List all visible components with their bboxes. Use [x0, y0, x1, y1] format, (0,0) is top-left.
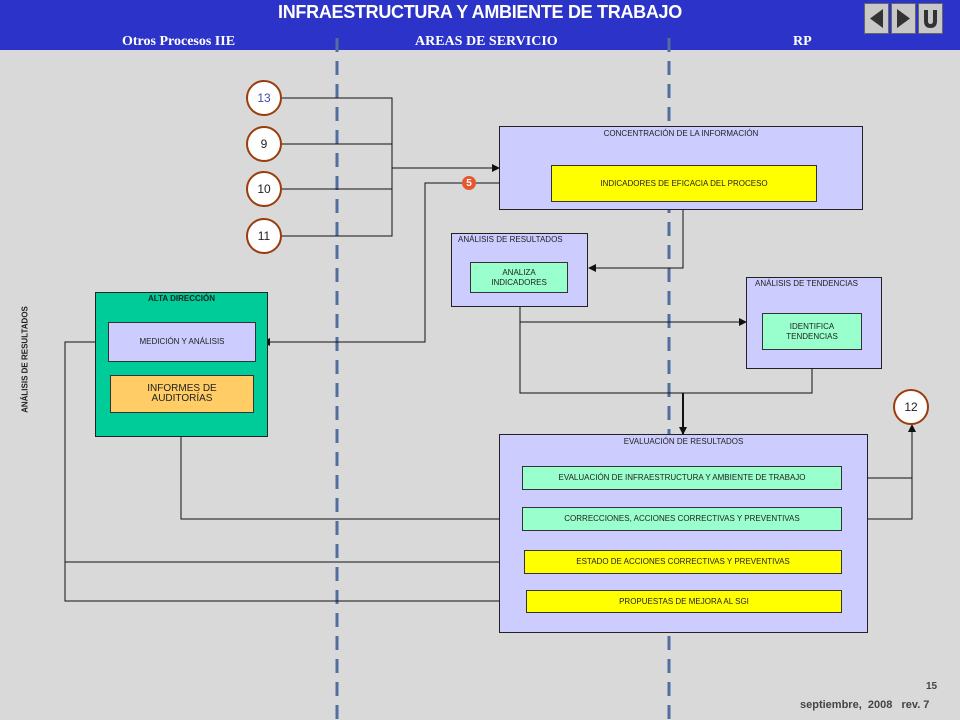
connector-marker-5[interactable]: 5 — [462, 176, 476, 190]
evaluacion-infraestructura-item[interactable]: EVALUACIÓN DE INFRAESTRUCTURA Y AMBIENTE… — [522, 466, 842, 490]
column-label-rp: RP — [793, 34, 812, 49]
connector-13[interactable]: 13 — [246, 80, 282, 116]
header-bar: INFRAESTRUCTURA Y AMBIENTE DE TRABAJO Ot… — [0, 0, 960, 50]
connector-9[interactable]: 9 — [246, 126, 282, 162]
back-icon — [870, 9, 883, 28]
connector-12[interactable]: 12 — [893, 389, 929, 425]
alta-direccion-title: ALTA DIRECCIÓN — [148, 294, 215, 303]
estado-acciones-item[interactable]: ESTADO DE ACCIONES CORRECTIVAS Y PREVENT… — [524, 550, 842, 574]
propuestas-mejora-item[interactable]: PROPUESTAS DE MEJORA AL SGI — [526, 590, 842, 613]
forward-icon — [897, 9, 910, 28]
revision-date: septiembre, 2008 rev. 7 — [800, 699, 930, 711]
page-number: 15 — [926, 681, 938, 692]
concentracion-title: CONCENTRACIÓN DE LA INFORMACIÓN — [603, 129, 759, 138]
analisis-tendencias-title: ANÁLISIS DE TENDENCIAS — [755, 279, 858, 288]
alta-direccion-box: ALTA DIRECCIÓN — [95, 292, 268, 437]
connector-10[interactable]: 10 — [246, 171, 282, 207]
back-button[interactable] — [864, 3, 889, 34]
home-icon — [924, 10, 937, 28]
forward-button[interactable] — [891, 3, 916, 34]
page-title: INFRAESTRUCTURA Y AMBIENTE DE TRABAJO — [278, 2, 682, 22]
evaluacion-resultados-title: EVALUACIÓN DE RESULTADOS — [623, 437, 744, 446]
indicadores-eficacia-box[interactable]: INDICADORES DE EFICACIA DEL PROCESO — [551, 165, 817, 202]
navigation-buttons — [864, 3, 946, 35]
home-button[interactable] — [918, 3, 943, 34]
informes-auditorias-box[interactable]: INFORMES DE AUDITORÍAS — [110, 375, 254, 413]
medicion-analisis-box[interactable]: MEDICIÓN Y ANÁLISIS — [108, 322, 256, 362]
correcciones-acciones-item[interactable]: CORRECCIONES, ACCIONES CORRECTIVAS Y PRE… — [522, 507, 842, 531]
identifica-tendencias-box[interactable]: IDENTIFICA TENDENCIAS — [762, 313, 862, 350]
column-label-otros-procesos: Otros Procesos IIE — [122, 34, 236, 49]
analiza-indicadores-box[interactable]: ANALIZA INDICADORES — [470, 262, 568, 293]
column-label-areas-servicio: AREAS DE SERVICIO — [415, 34, 558, 49]
connector-11[interactable]: 11 — [246, 218, 282, 254]
analisis-resultados-title: ANÁLISIS DE RESULTADOS — [458, 235, 563, 244]
